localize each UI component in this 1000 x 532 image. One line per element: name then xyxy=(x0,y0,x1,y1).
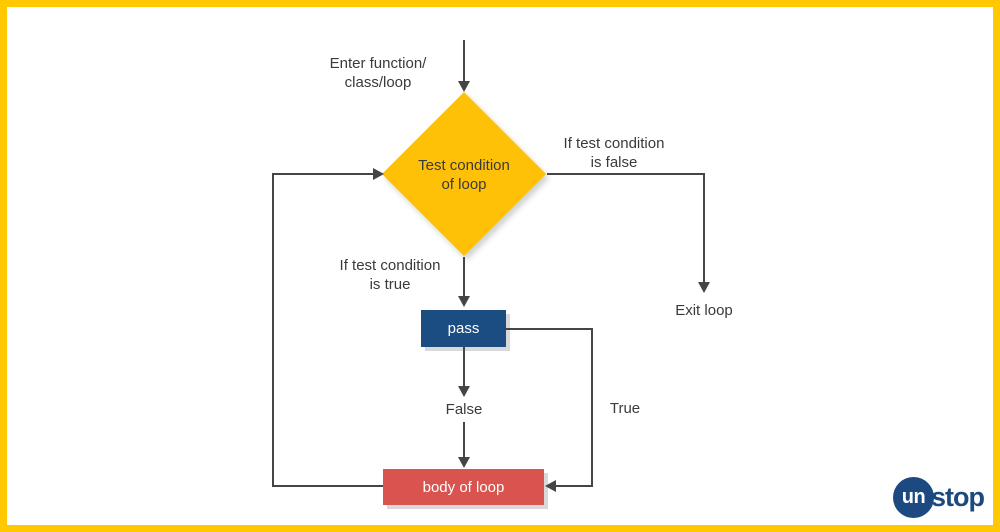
loopback-line-top xyxy=(274,173,374,175)
body-of-loop-node: body of loop xyxy=(383,469,544,505)
false-branch-line-horizontal xyxy=(547,173,704,175)
entry-arrowhead-icon xyxy=(458,81,470,92)
unstop-logo-text: stop xyxy=(931,482,985,512)
false-edge-label: False xyxy=(445,401,483,418)
false-to-body-line xyxy=(463,422,465,458)
true-loop-line-vertical xyxy=(591,328,593,486)
pass-to-false-arrowhead-icon xyxy=(458,386,470,397)
false-branch-line-vertical xyxy=(703,173,705,283)
exit-loop-label: Exit loop xyxy=(675,302,733,319)
pass-to-false-line xyxy=(463,347,465,387)
loopback-line-bottom xyxy=(272,485,383,487)
body-of-loop-label: body of loop xyxy=(422,478,505,496)
loopback-line-vertical xyxy=(272,173,274,487)
true-loop-arrowhead-icon xyxy=(545,480,556,492)
loopback-arrowhead-icon xyxy=(373,168,384,180)
unstop-logo-circle-icon: un xyxy=(893,477,934,518)
true-loop-line-bottom xyxy=(555,485,593,487)
entry-label: Enter function/ class/loop xyxy=(329,55,427,91)
decision-to-pass-arrowhead-icon xyxy=(458,296,470,307)
unstop-logo: un stop xyxy=(893,477,985,518)
decision-label: Test condition of loop xyxy=(418,157,510,193)
unstop-logo-circle-text: un xyxy=(901,486,926,508)
pass-node: pass xyxy=(421,310,506,347)
false-to-body-arrowhead-icon xyxy=(458,457,470,468)
entry-connector-line xyxy=(463,40,465,84)
true-loop-line-top xyxy=(506,328,593,330)
false-branch-label: If test condition is false xyxy=(563,135,665,171)
decision-to-pass-line xyxy=(463,257,465,297)
true-edge-label: True xyxy=(609,400,641,417)
pass-node-label: pass xyxy=(447,320,480,337)
false-branch-arrowhead-icon xyxy=(698,282,710,293)
true-branch-label: If test condition is true xyxy=(339,257,441,293)
